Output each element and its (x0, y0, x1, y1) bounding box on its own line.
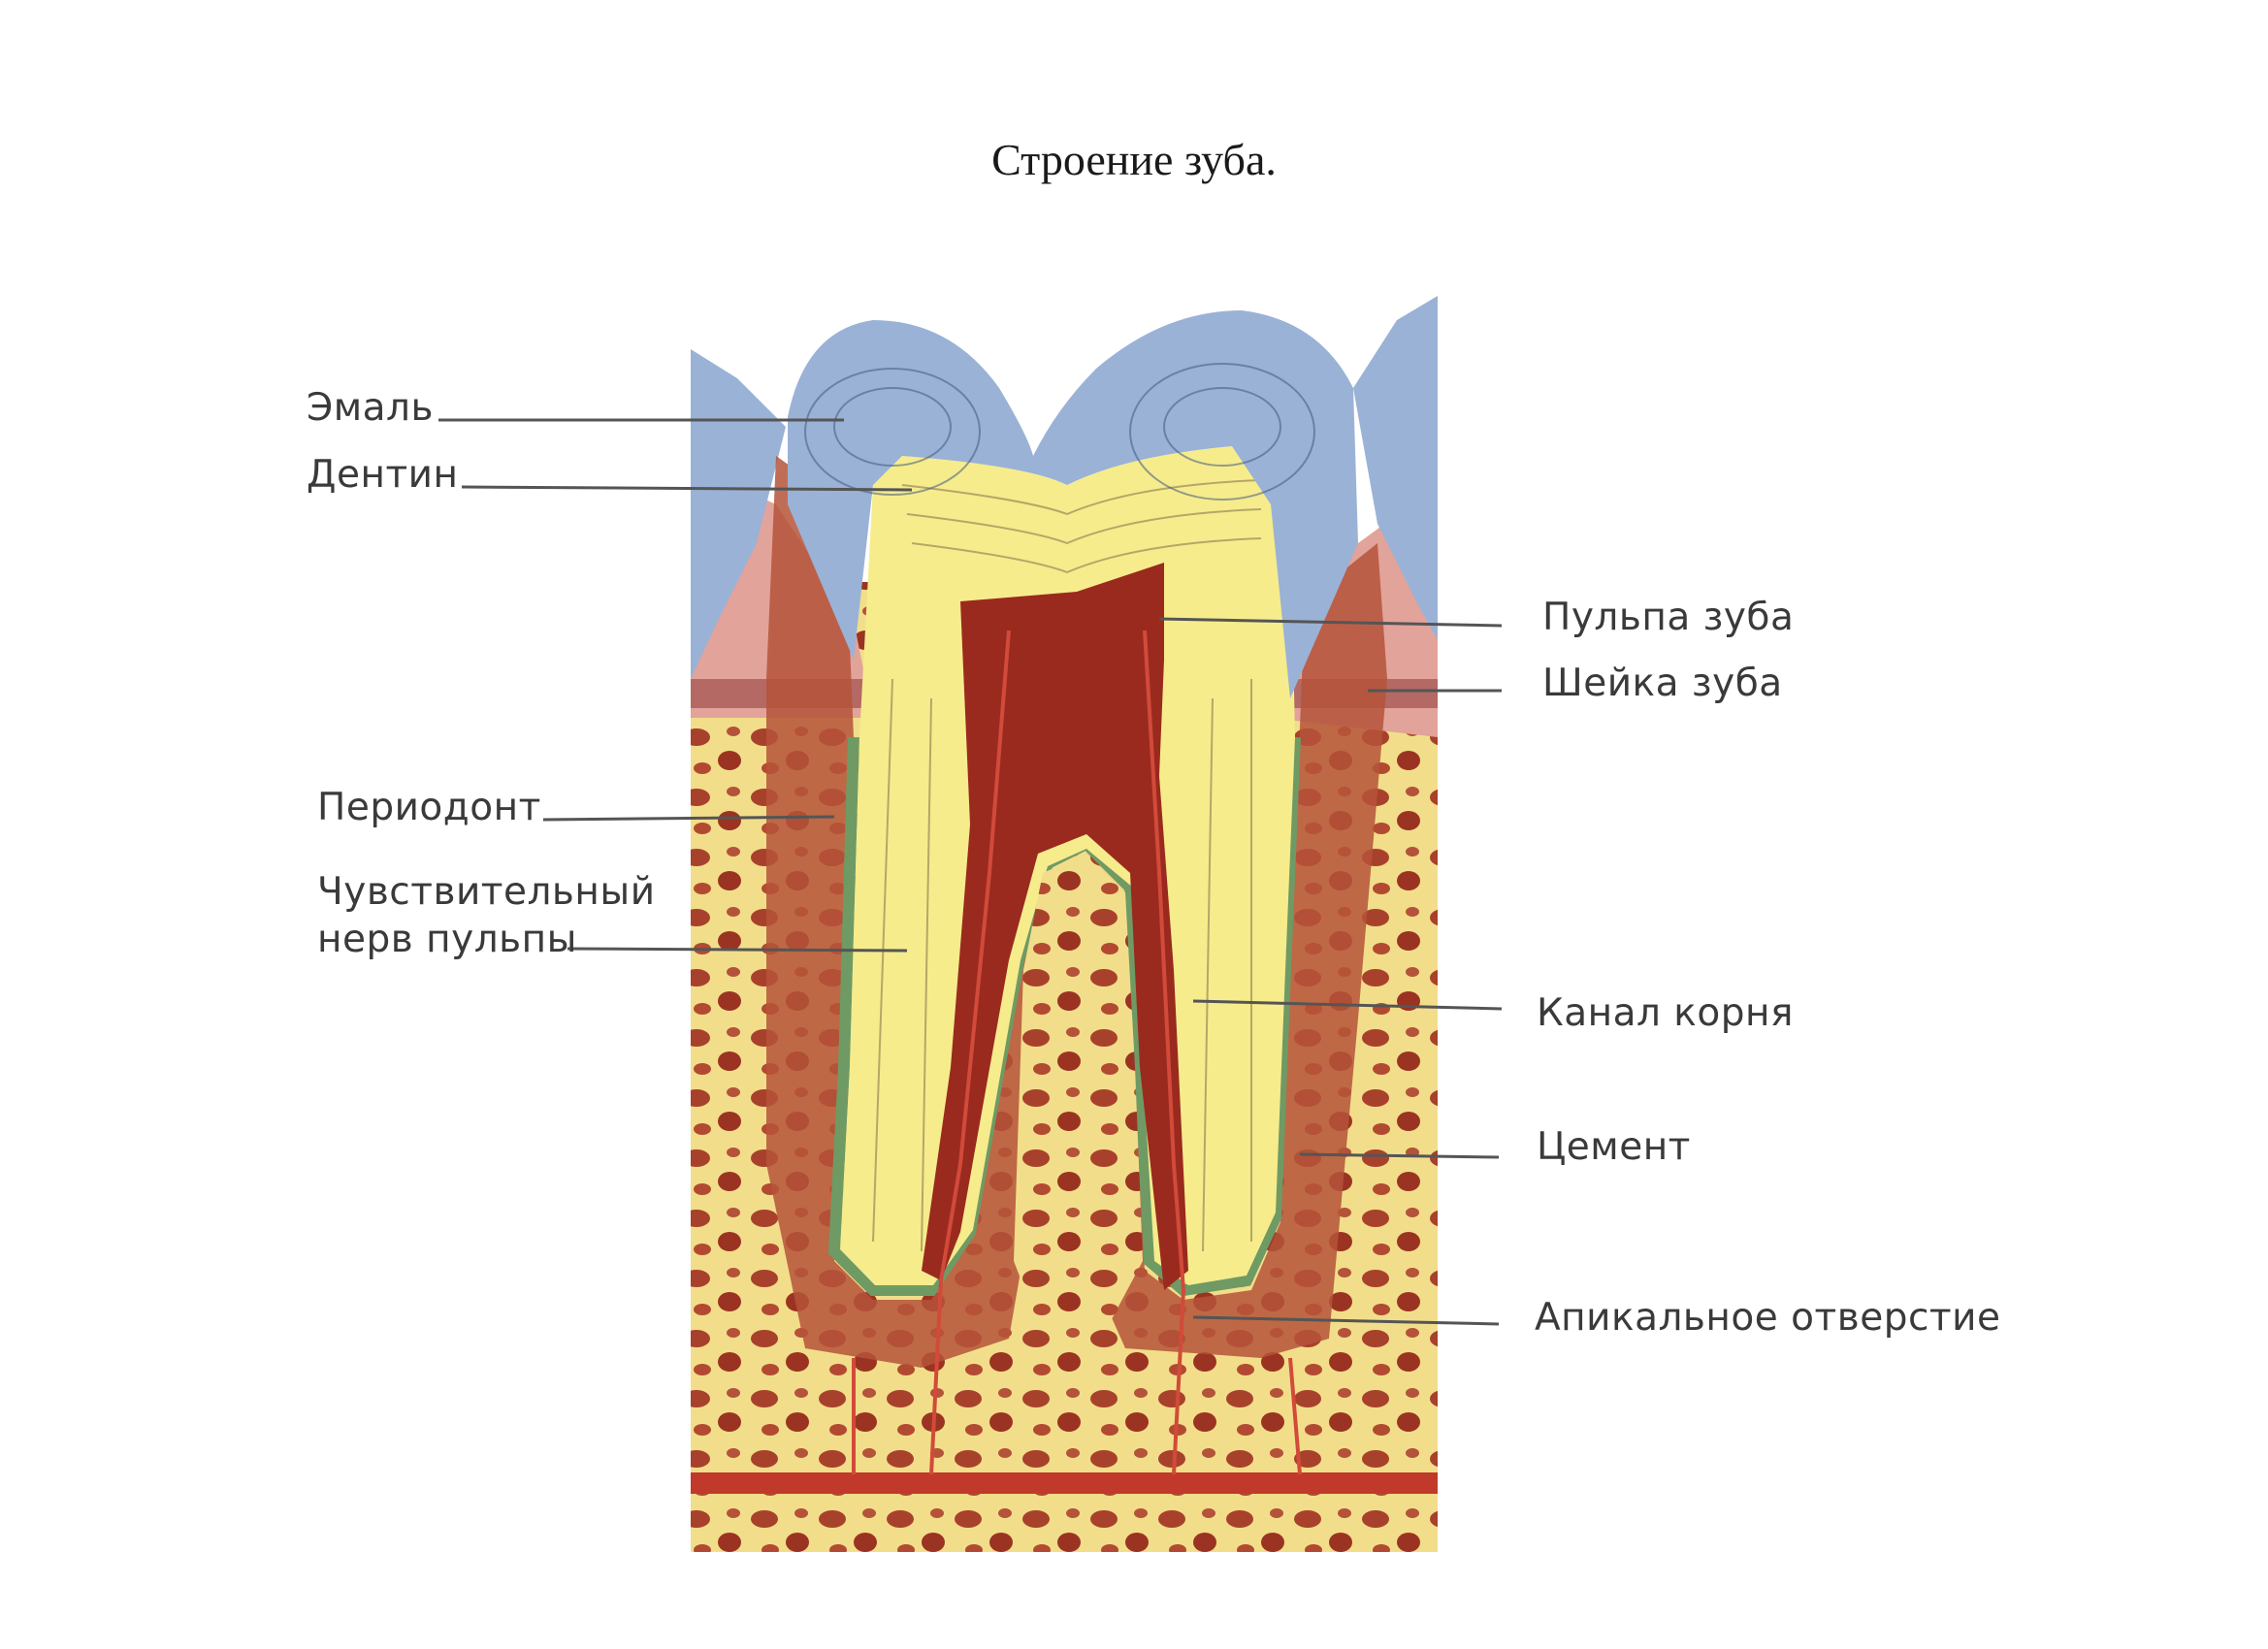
pulp (922, 563, 1188, 1290)
label-nerve-line1: Чувствительный (317, 870, 656, 914)
leader-cement (1299, 1152, 1500, 1159)
page-title: Строение зуба. (991, 135, 1277, 184)
label-periodontium: Периодонт (317, 786, 541, 829)
leader-pulp (1158, 617, 1503, 628)
pulp-vessels (852, 630, 1302, 1475)
enamel (788, 310, 1358, 698)
label-cement: Цемент (1537, 1125, 1691, 1169)
inter-root-bone (1014, 854, 1143, 1348)
label-dentin: Дентин (307, 453, 459, 497)
label-nerve-line2: нерв пульпы (317, 918, 577, 961)
bottom-vessel (691, 1472, 1438, 1494)
leader-dentin (461, 485, 913, 492)
neighbor-enamel-right (1353, 296, 1438, 640)
dentin-growth-lines (872, 479, 1262, 1252)
leader-nerve (567, 947, 908, 953)
leader-apical (1192, 1315, 1500, 1326)
label-enamel: Эмаль (307, 386, 434, 430)
label-apical: Апикальное отверстие (1535, 1296, 2001, 1340)
enamel-growth-lines (804, 363, 1315, 501)
leader-periodontium (542, 815, 835, 822)
label-pulp: Пульпа зуба (1542, 596, 1795, 639)
label-root-canal: Канал корня (1537, 991, 1794, 1035)
neighbor-enamel-left (691, 349, 786, 679)
tooth-section (691, 296, 1438, 1552)
leader-root-canal (1192, 999, 1503, 1011)
label-neck: Шейка зуба (1542, 662, 1783, 705)
leader-lines (438, 418, 1503, 1326)
